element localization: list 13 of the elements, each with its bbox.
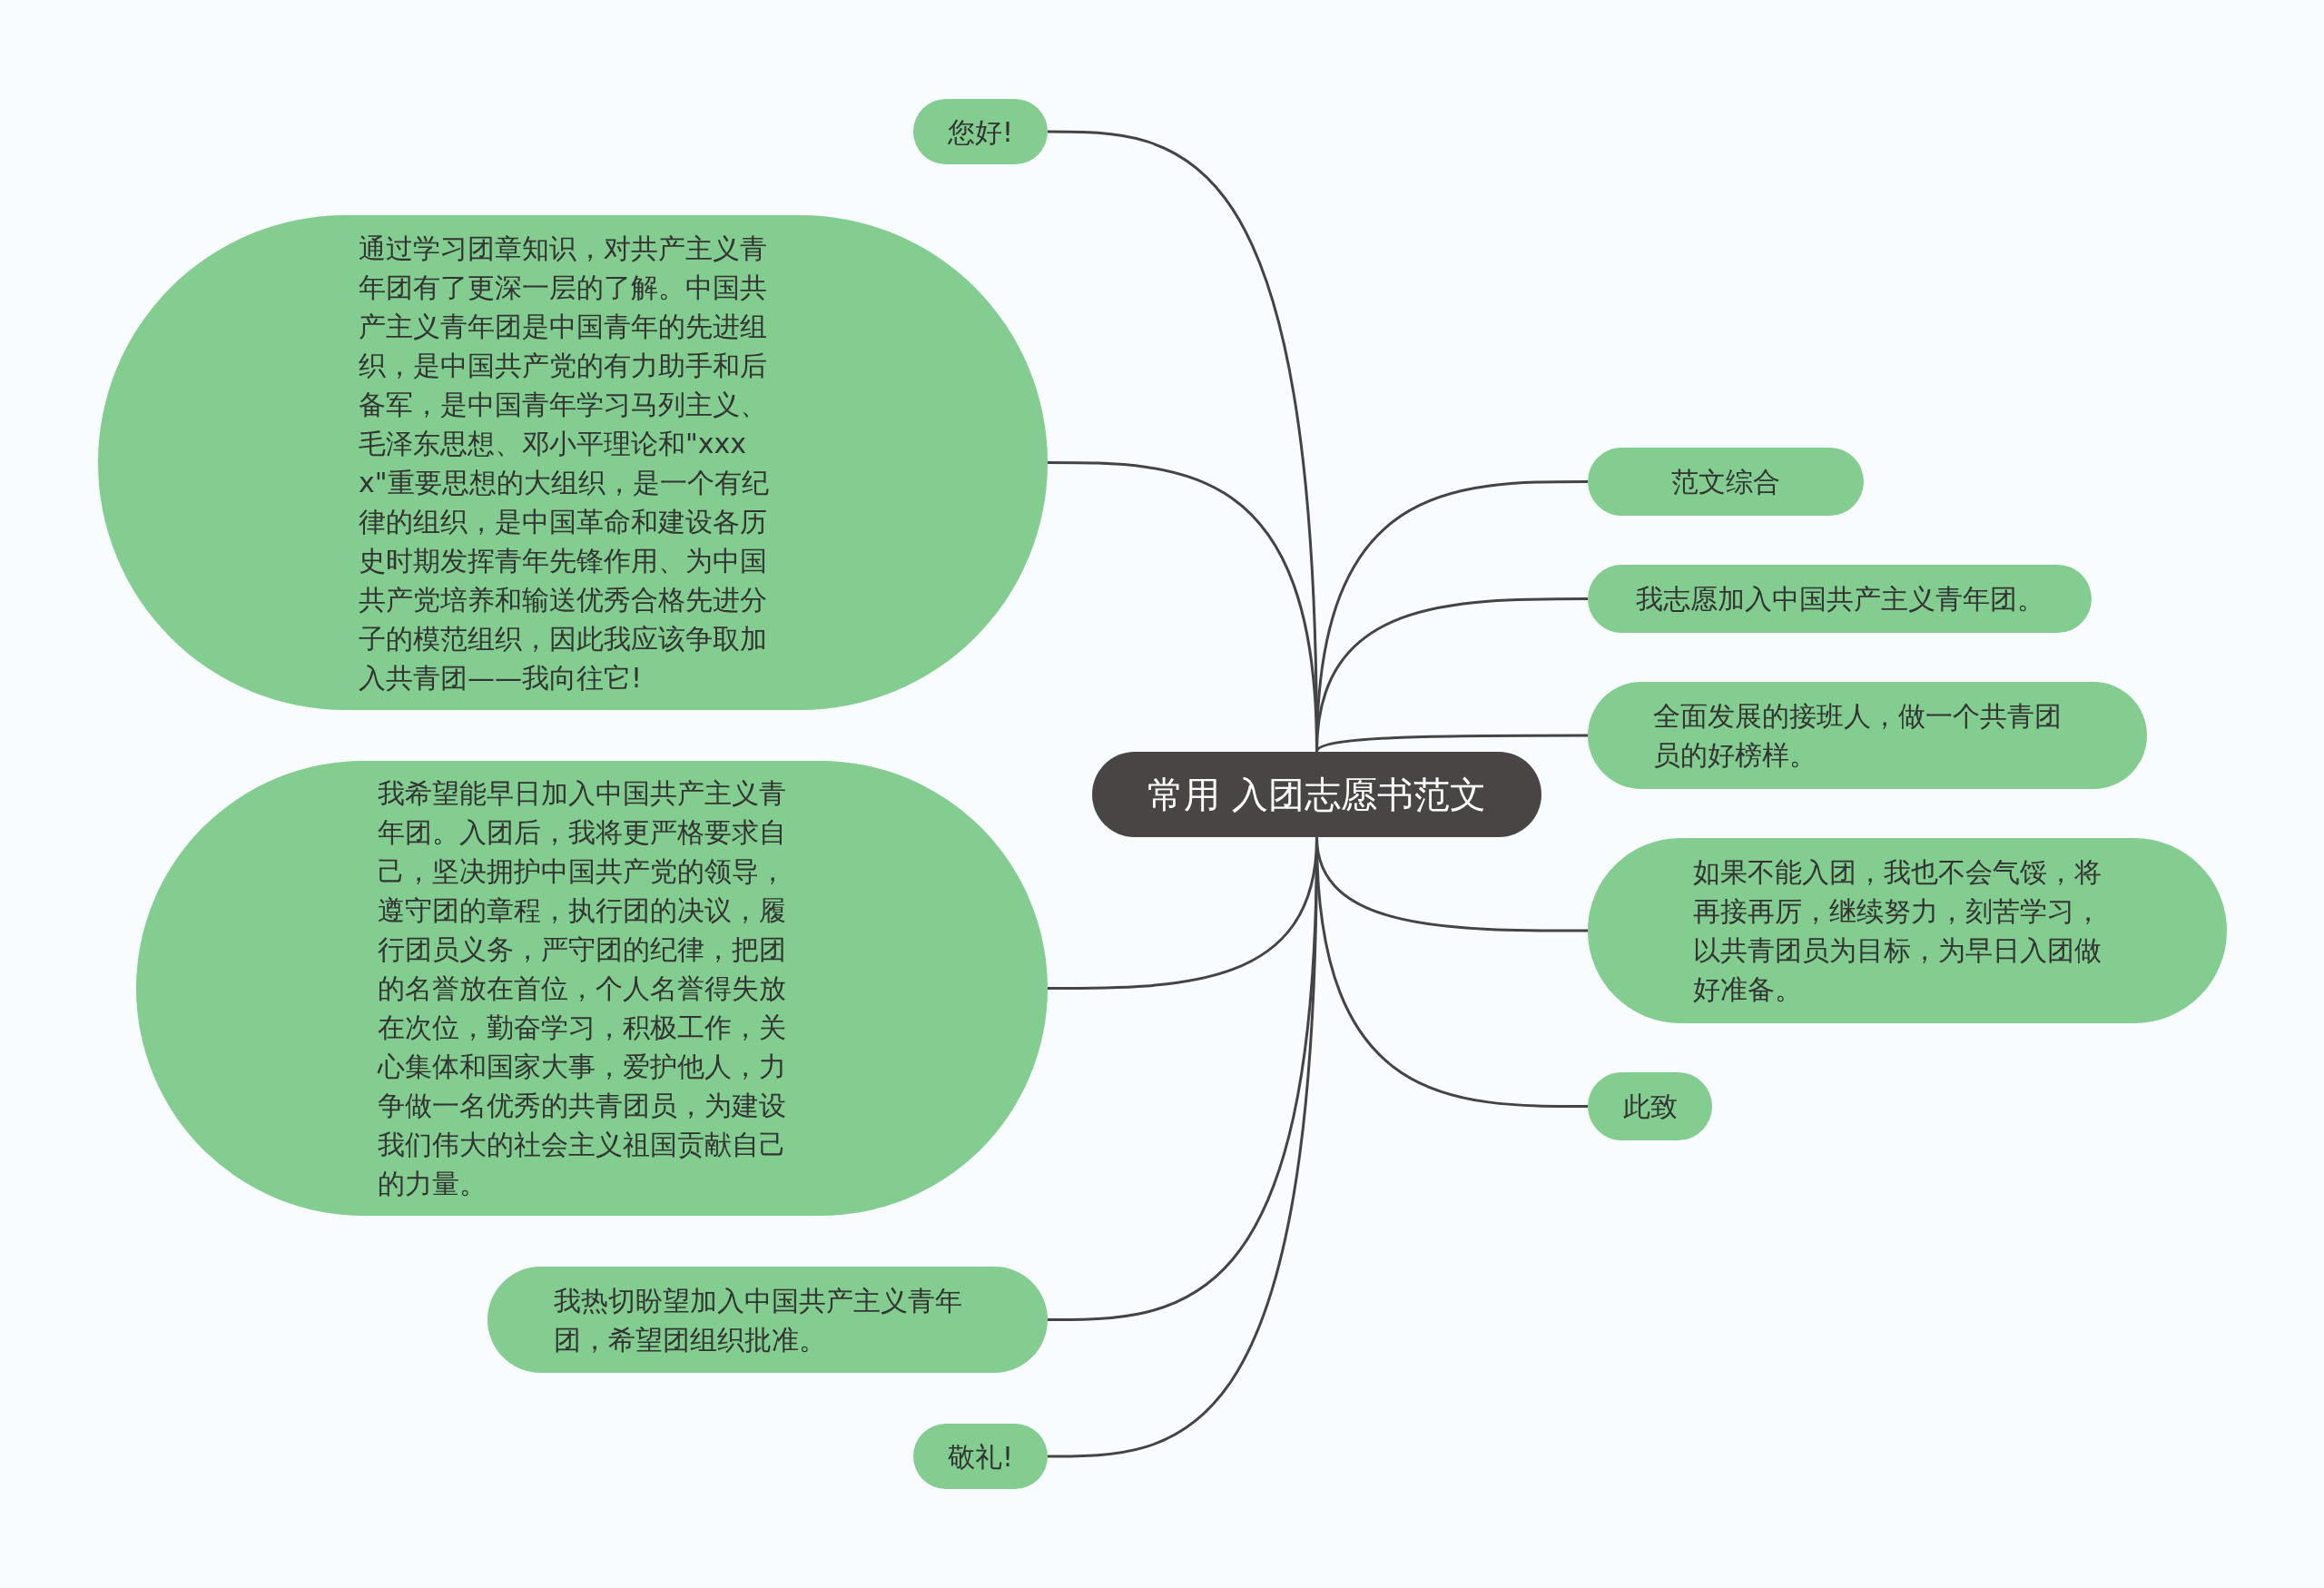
connector-line [1315,836,1588,1108]
topic-text: 此致 [1622,1090,1678,1124]
topic-text: 我希望能早日加入中国共产主义青年团。入团后，我将更严格要求自己，坚决拥护中国共产党的领导，遵守团的章程，执行团的决议，履行团员义务，严守团的纪律，把团的名誉放在首位，个人名誉得失放在次位，勤奋学习，积极工作，关心集体和国家大事，爱护他人，力争做一名优秀的共青团员，为建设我们伟大的社会主义祖国贡献自己的力量。 [378,776,787,1201]
topic-text: 我热切盼望加入中国共产主义青年团，希望团组织批准。 [553,1283,963,1357]
topic-text: 如果不能入团，我也不会气馁，将再接再厉，继续努力，刻苦学习，以共青团员为目标，为早日入团做好准备。 [1693,855,2102,1007]
connector-line [1315,734,1588,753]
central-topic-text: 常用 入团志愿书范文 [1147,774,1486,814]
topic-text: 我志愿加入中国共产主义青年团。 [1635,582,2044,616]
topic-text: 范文综合 [1671,465,1780,499]
topic-text: 全面发展的接班人，做一个共青团员的好榜样。 [1653,699,2063,773]
topic-text: 敬礼! [948,1439,1013,1475]
topic-text: 您好! [948,114,1013,150]
topic-text: 通过学习团章知识，对共产主义青年团有了更深一层的了解。中国共产主义青年团是中国青年的先进组织，是中国共产党的有力助手和后备军，是中国青年学习马列主义、毛泽东思想、邓小平理论和"xxxx"重要思想的大组织，是一个有纪律的组织，是中国革命和建设各历史时期发挥青年先锋作用、为中国共产党培养和输送优秀合格先进分子的模范组织，因此我应该争取加入共青团——我向往它! [359,231,770,695]
